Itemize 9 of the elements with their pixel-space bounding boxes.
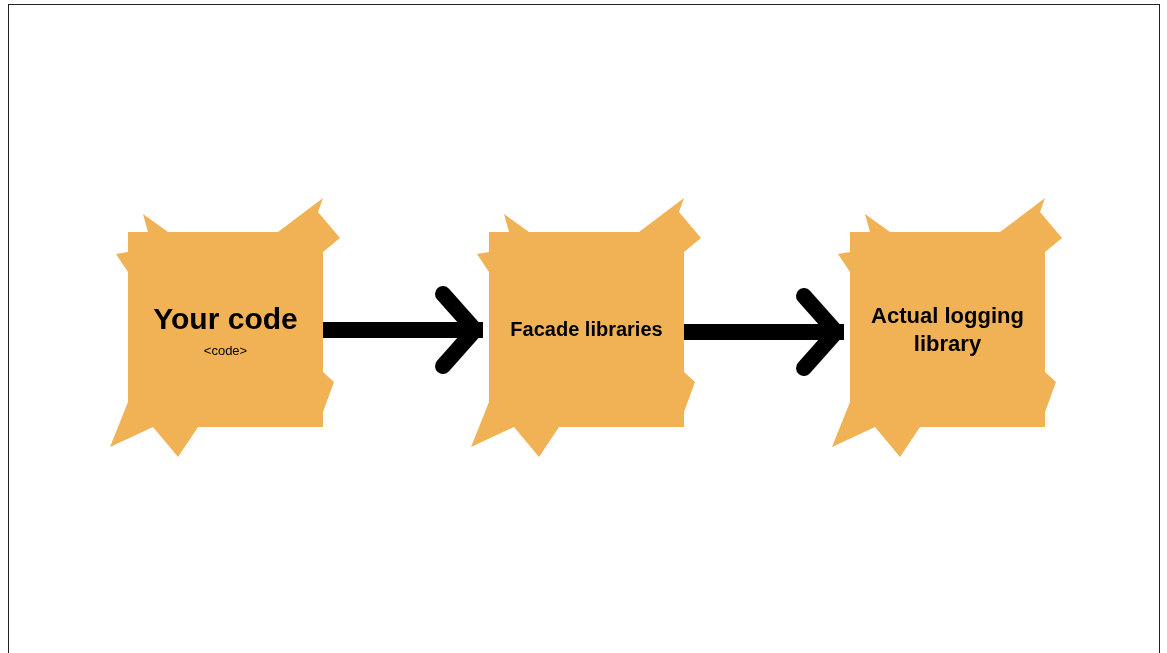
process-box <box>128 232 323 427</box>
process-box <box>850 232 1045 427</box>
process-box <box>489 232 684 427</box>
node-title: Your code <box>153 300 298 337</box>
arrow <box>684 288 844 376</box>
node-title: Actual logging library <box>870 302 1025 357</box>
arrow <box>323 286 483 374</box>
node-title: Facade libraries <box>510 317 663 342</box>
node-subtitle: <code> <box>203 343 248 360</box>
